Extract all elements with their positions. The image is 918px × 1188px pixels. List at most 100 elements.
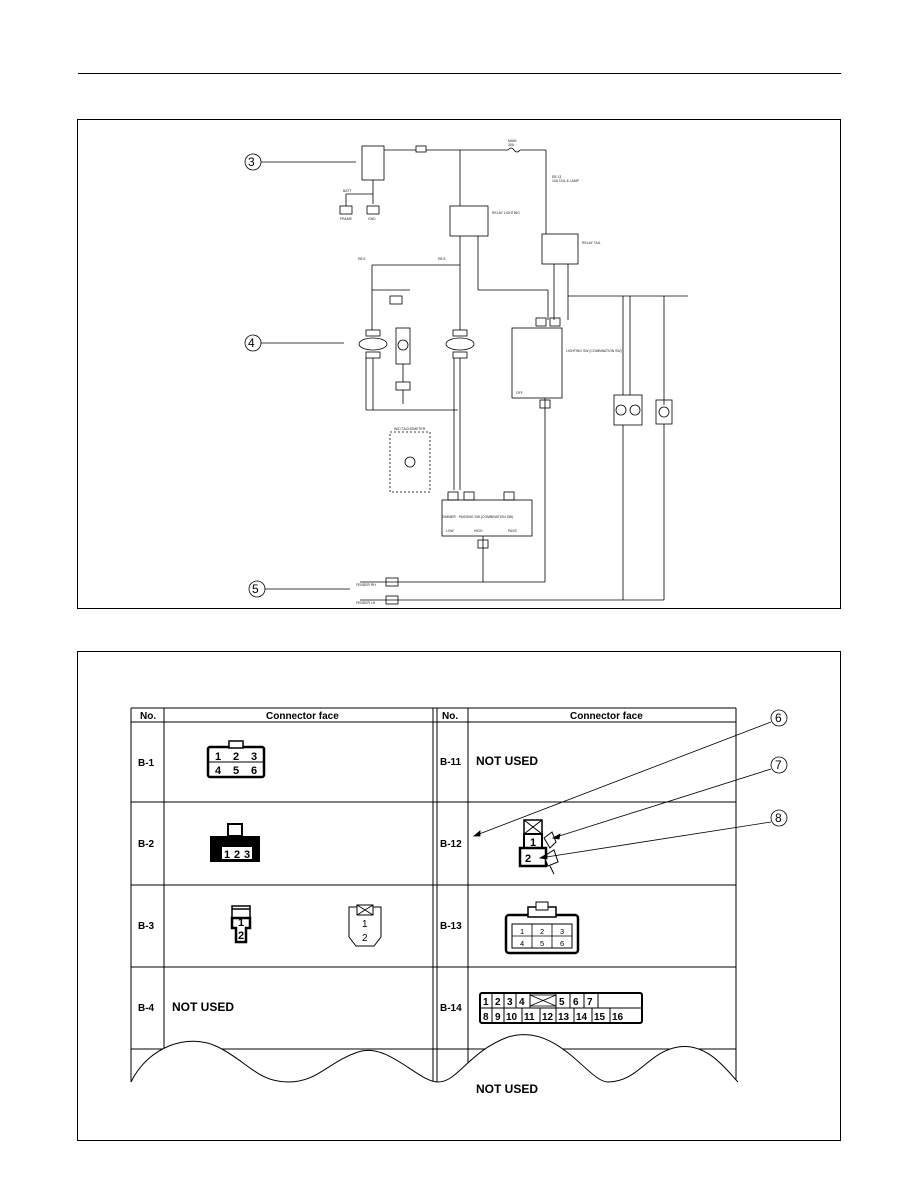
b14-pin-15: 15 <box>594 1012 606 1023</box>
fender-lh-label: FENDER LH <box>356 601 376 605</box>
callout-7-label: 7 <box>775 758 782 772</box>
wavy-break-fill <box>128 1034 738 1102</box>
tachometer-label: W/O TACHOMETER <box>394 427 426 431</box>
connector-b12: 1 2 <box>518 819 559 875</box>
b3a-pin-2: 2 <box>238 930 244 942</box>
b14-pin-5: 5 <box>559 997 565 1008</box>
fender-rh-label: FENDER RH <box>356 583 376 587</box>
callout-5-label: 5 <box>252 582 259 596</box>
b1-pin-6: 6 <box>251 765 257 777</box>
header-no-left: No. <box>140 711 156 722</box>
top-rule <box>78 73 841 74</box>
callout-6-label: 6 <box>775 711 782 725</box>
b11-not-used: NOT USED <box>476 754 538 768</box>
b13-pin-6: 6 <box>560 939 564 948</box>
fuse-taillamp-label: EB 13 <box>552 175 561 179</box>
callout-3-label: 3 <box>248 155 255 169</box>
row-no-b13: B-13 <box>440 921 462 932</box>
connector-b1: 1 2 3 4 5 6 <box>206 740 266 779</box>
header-no-right: No. <box>442 711 458 722</box>
b4-not-used: NOT USED <box>172 1000 234 1014</box>
b13-pin-5: 5 <box>540 939 544 948</box>
headlamp-lh <box>358 337 388 351</box>
header-face-right: Connector face <box>570 711 643 722</box>
b14-pin-4: 4 <box>519 997 525 1008</box>
fuse-main-label: MAIN <box>508 139 517 143</box>
b14-pin-8: 8 <box>483 1012 489 1023</box>
callout-8 <box>770 809 788 827</box>
tachometer-box <box>389 431 431 493</box>
row-no-b14: B-14 <box>440 1003 462 1014</box>
b14-pin-16: 16 <box>612 1012 624 1023</box>
wiring-diagram-svg: 3 4 5 MAIN 30A EB 13 10A TAIL & LAMP EB … <box>244 139 688 605</box>
b1-pin-5: 5 <box>233 765 239 777</box>
connector-table-svg: No. Connector face No. Connector face B-… <box>128 707 788 1102</box>
row-no-b2: B-2 <box>138 839 155 850</box>
relay-tail <box>541 233 579 265</box>
b13-pin-1: 1 <box>520 927 524 936</box>
tail-lamp-lh <box>613 394 643 426</box>
frame-label: FRAME <box>340 217 353 221</box>
b1-pin-2: 2 <box>233 751 239 763</box>
gnd-label: GND <box>368 217 376 221</box>
b13-pin-2: 2 <box>540 927 544 936</box>
row-no-b3: B-3 <box>138 921 155 932</box>
b2-pin-3: 3 <box>244 849 250 861</box>
callout-6 <box>770 709 788 727</box>
dimmer-label: DIMMER · PASSING SW (COMBINATION SW) <box>442 515 513 519</box>
fuse-taillamp-rating: 10A TAIL & LAMP <box>552 179 580 183</box>
row-no-b11: B-11 <box>440 757 462 768</box>
b14-pin-1: 1 <box>483 997 489 1008</box>
row-no-b12: B-12 <box>440 839 462 850</box>
connector-b3-a: 1 2 <box>230 905 252 944</box>
battery-block <box>361 145 385 181</box>
b1-pin-1: 1 <box>215 751 221 763</box>
b12-pin-1: 1 <box>530 837 536 849</box>
b2-pin-2: 2 <box>234 849 240 861</box>
row-no-b1: B-1 <box>138 758 155 769</box>
connector-panel: No. Connector face No. Connector face B-… <box>77 651 841 1141</box>
b3b-pin-1: 1 <box>362 919 368 930</box>
battery-label: BATT <box>343 189 351 193</box>
header-face-left: Connector face <box>266 711 339 722</box>
b14-pin-6: 6 <box>573 997 579 1008</box>
dimmer-high: HIGH <box>474 529 483 533</box>
b14-pin-10: 10 <box>506 1012 518 1023</box>
lighting-switch <box>511 327 563 399</box>
b14-pin-3: 3 <box>507 997 513 1008</box>
b13-pin-4: 4 <box>520 939 524 948</box>
relay-tail-label: RELAY TAIL <box>582 241 601 245</box>
b14-pin-9: 9 <box>495 1012 501 1023</box>
row-no-b4: B-4 <box>138 1003 155 1014</box>
b1-pin-4: 4 <box>215 765 222 777</box>
connector-b13: 1 2 3 4 5 6 <box>504 901 580 955</box>
connector-b2: 1 2 3 <box>210 823 260 862</box>
callout-4-label: 4 <box>248 336 255 350</box>
b14-pin-7: 7 <box>587 997 593 1008</box>
b13-pin-3: 3 <box>560 927 564 936</box>
dimmer-switch <box>441 499 533 537</box>
wiring-diagram-panel: 3 4 5 MAIN 30A EB 13 10A TAIL & LAMP EB … <box>77 119 841 609</box>
fuse-main-rating: 30A <box>508 143 515 147</box>
connector-b3-b: 1 2 <box>348 904 382 947</box>
b14-pin-11: 11 <box>524 1012 535 1023</box>
callout-7 <box>770 756 788 774</box>
callout-8-label: 8 <box>775 811 782 825</box>
b14-pin-12: 12 <box>542 1012 554 1023</box>
b1-pin-3: 3 <box>251 751 257 763</box>
b14-pin-2: 2 <box>495 997 501 1008</box>
b2-pin-1: 1 <box>224 849 230 861</box>
wavy-break <box>130 1034 739 1083</box>
dimmer-pass: PASS <box>508 529 518 533</box>
fuse-hlamp-lh-label: EB 6 <box>358 257 365 261</box>
b12-pin-2: 2 <box>525 853 531 865</box>
headlamp-rh <box>445 337 475 351</box>
b14-pin-14: 14 <box>576 1012 588 1023</box>
relay-lighting <box>449 205 489 237</box>
b14-pin-13: 13 <box>558 1012 570 1023</box>
connector-b14: 1 2 3 4 5 6 7 8 9 10 11 12 13 14 15 16 <box>479 992 643 1024</box>
lighting-sw-label: LIGHTING SW (COMBINATION SW) <box>566 349 622 353</box>
b3b-pin-2: 2 <box>362 933 368 944</box>
dimmer-low: LOW <box>446 529 455 533</box>
b3a-pin-1: 1 <box>238 917 244 929</box>
